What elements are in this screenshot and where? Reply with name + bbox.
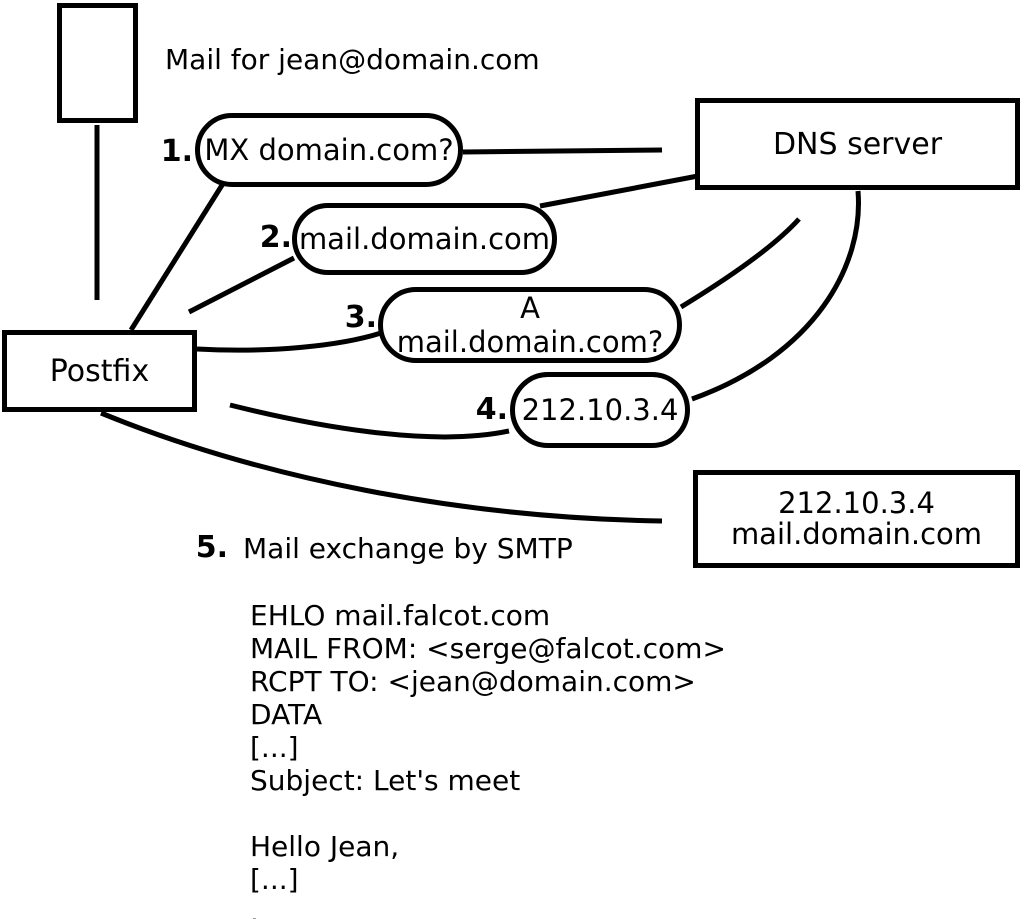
answer-pill-ip-label: 212.10.3.4: [521, 393, 679, 427]
step-number-5: 5.: [195, 530, 228, 565]
arrow-answer4-to-postfix: [229, 402, 510, 440]
step-number-3: 3.: [344, 300, 377, 335]
dns-server-label: DNS server: [772, 126, 943, 162]
postfix-label: Postfix: [49, 353, 150, 389]
answer-pill-mailhost-label: mail.domain.com: [298, 222, 551, 256]
answer-pill-mailhost: mail.domain.com: [292, 203, 557, 275]
mail-server-ip: 212.10.3.4: [778, 486, 935, 520]
mail-server-hostname: mail.domain.com: [730, 517, 983, 551]
line-postfix-to-query1: [128, 180, 227, 332]
smtp-session-text: EHLO mail.falcot.com MAIL FROM: <serge@f…: [250, 599, 726, 919]
step-number-2: 2.: [259, 220, 292, 255]
line-dns-to-answer2: [539, 173, 699, 209]
query-pill-mx: MX domain.com?: [195, 113, 463, 187]
dns-server-box: DNS server: [695, 98, 1020, 190]
mail-for-label: Mail for jean@domain.com: [165, 43, 540, 76]
query-pill-mx-label: MX domain.com?: [204, 133, 454, 167]
envelope-box: [57, 3, 138, 123]
line-dns-to-answer4: [691, 190, 861, 402]
query-pill-a-record-label: A mail.domain.com?: [396, 291, 664, 359]
step-number-4: 4.: [475, 392, 508, 427]
arrow-query3-to-dns: [679, 217, 801, 310]
arrow-postfix-to-mailserver: [100, 410, 663, 524]
arrow-query1-to-dns: [462, 147, 663, 155]
mail-server-box: 212.10.3.4 mail.domain.com: [693, 470, 1020, 568]
line-postfix-to-query3: [196, 330, 382, 353]
query-pill-a-record: A mail.domain.com?: [378, 287, 682, 363]
smtp-exchange-label: Mail exchange by SMTP: [243, 532, 573, 565]
answer-pill-ip: 212.10.3.4: [510, 372, 690, 448]
postfix-box: Postfix: [2, 330, 197, 412]
arrow-answer2-to-postfix: [187, 255, 296, 315]
step-number-1: 1.: [160, 134, 193, 169]
